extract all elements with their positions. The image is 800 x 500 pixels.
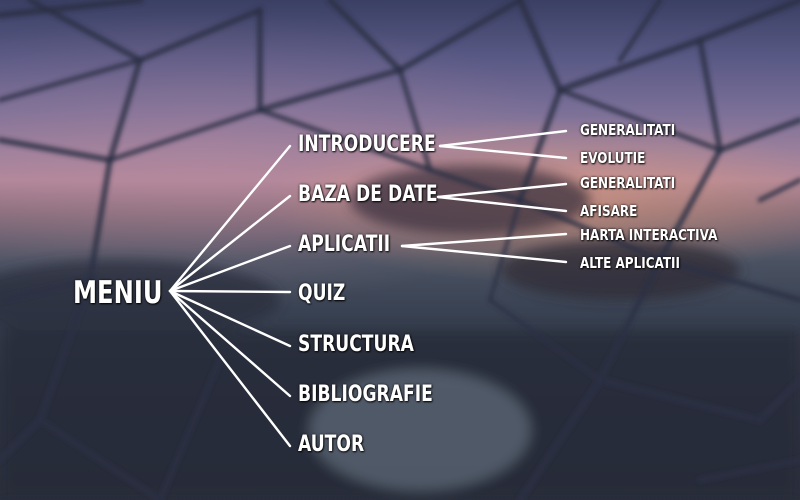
submenu-item-afisare[interactable]: AFISARE (580, 202, 638, 220)
menu-item-bibliografie[interactable]: BIBLIOGRAFIE (298, 382, 433, 407)
menu-item-aplicatii[interactable]: APLICATII (298, 232, 391, 257)
submenu-item-generalitati[interactable]: GENERALITATI (580, 121, 676, 139)
submenu-item-evolutie[interactable]: EVOLUTIE (580, 149, 646, 167)
submenu-item-harta-interactiva[interactable]: HARTA INTERACTIVA (580, 226, 718, 244)
submenu-item-alte-aplicatii[interactable]: ALTE APLICATII (580, 254, 680, 272)
menu-item-introducere[interactable]: INTRODUCERE (298, 132, 436, 157)
submenu-item-generalitati-baza[interactable]: GENERALITATI (580, 174, 676, 192)
menu-item-quiz[interactable]: QUIZ (298, 281, 346, 306)
menu-title: MENIU (73, 275, 163, 311)
menu-item-autor[interactable]: AUTOR (298, 432, 365, 457)
menu-item-structura[interactable]: STRUCTURA (298, 332, 414, 357)
menu-item-baza-de-date[interactable]: BAZA DE DATE (298, 182, 438, 207)
